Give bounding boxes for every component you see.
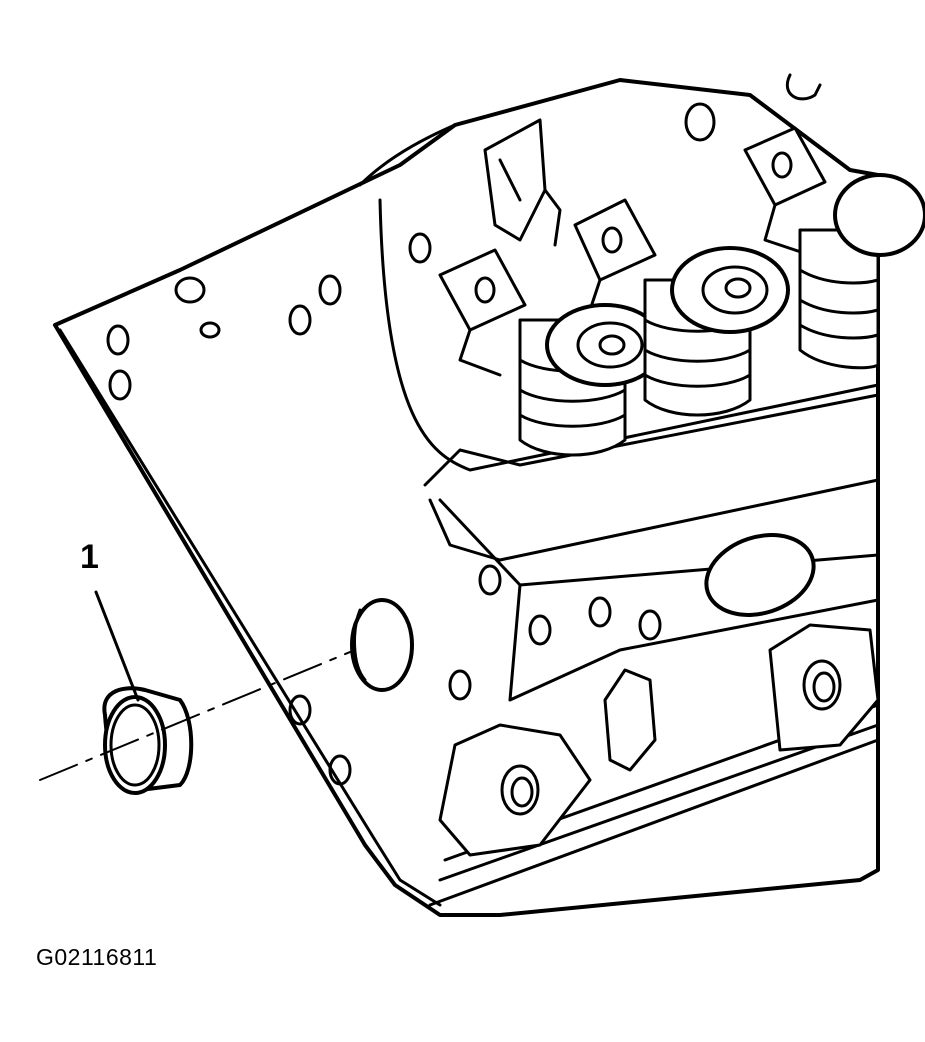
bolt-hole bbox=[408, 232, 432, 264]
deck-face-edge bbox=[58, 328, 442, 907]
plug-face bbox=[103, 695, 167, 795]
bolt-hole bbox=[318, 274, 342, 306]
pushrod-guide-detail bbox=[498, 158, 562, 247]
valve-springs bbox=[518, 173, 925, 457]
bolt-hole bbox=[528, 614, 552, 646]
pedestal-hole bbox=[771, 151, 793, 179]
rocker-pedestals bbox=[438, 118, 827, 377]
valve-stem-tip bbox=[724, 277, 752, 299]
bolt-hole bbox=[478, 564, 502, 596]
pedestal bbox=[438, 248, 527, 332]
pedestal bbox=[743, 126, 827, 207]
bolt-hole bbox=[684, 102, 716, 142]
side-face-rail bbox=[423, 393, 880, 487]
boss-hole-inner bbox=[510, 776, 534, 808]
pedestal bbox=[573, 198, 657, 282]
bolt-hole bbox=[106, 324, 130, 356]
deck-bolt-holes bbox=[106, 102, 716, 786]
valve-stem-tip bbox=[598, 334, 626, 356]
boss-stud bbox=[603, 668, 657, 772]
bolt-hole bbox=[448, 669, 472, 701]
pedestal-hole bbox=[601, 226, 623, 254]
pedestal-hole bbox=[474, 276, 496, 304]
installation-centerline bbox=[39, 649, 356, 781]
expansion-plug bbox=[102, 686, 194, 795]
valve-retainer bbox=[670, 246, 790, 334]
bolt-hole bbox=[174, 276, 206, 304]
boss-bracket bbox=[768, 623, 880, 752]
boss-hole-inner bbox=[812, 671, 836, 703]
valve-cover-inner-rail bbox=[378, 198, 880, 472]
bolt-hole bbox=[588, 596, 612, 628]
lower-boss-line bbox=[508, 583, 880, 702]
bolt-hole bbox=[638, 609, 662, 641]
bore-inner-edge bbox=[353, 608, 367, 682]
plug-bore bbox=[350, 598, 414, 692]
plug-lip bbox=[109, 703, 161, 787]
bolt-hole bbox=[328, 754, 352, 786]
bolt-hole bbox=[199, 321, 221, 339]
bolt-hole bbox=[288, 304, 312, 336]
bolt-hole bbox=[288, 694, 312, 726]
boss-bracket bbox=[438, 723, 592, 857]
bore-outer bbox=[350, 598, 414, 692]
retainer-ring bbox=[576, 321, 644, 369]
bolt-hole bbox=[108, 369, 132, 401]
figure-id-label: G02116811 bbox=[36, 944, 158, 970]
side-port bbox=[704, 533, 816, 617]
boss-hole bbox=[802, 659, 842, 711]
lower-bosses bbox=[438, 623, 880, 857]
callout-number-1: 1 bbox=[80, 538, 99, 576]
valve-cover-rail bbox=[358, 123, 457, 187]
valve-retainer bbox=[833, 173, 925, 257]
boss-hole bbox=[500, 764, 540, 816]
retainer-ring bbox=[701, 265, 769, 315]
callout-leader-line bbox=[94, 590, 140, 702]
side-face-rail-lower bbox=[428, 478, 880, 562]
top-hook-detail bbox=[786, 73, 822, 101]
spring-coil bbox=[798, 268, 880, 340]
pushrod-guide bbox=[483, 118, 547, 242]
